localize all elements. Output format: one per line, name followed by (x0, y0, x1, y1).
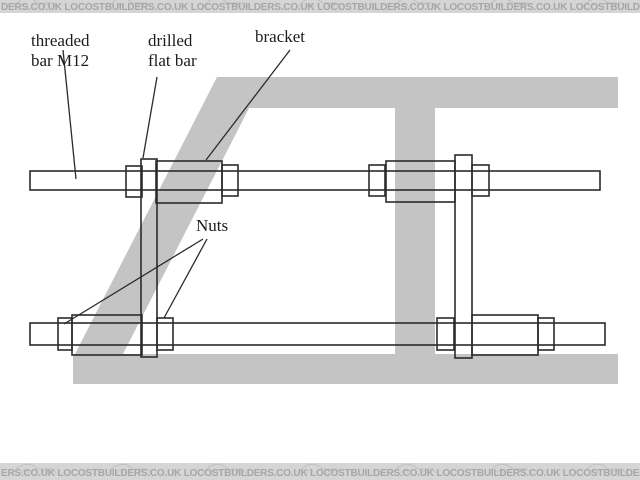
nut-top-left-outer (125, 165, 143, 198)
nut-bottom-left-outer (57, 317, 73, 351)
leader-nuts-left (63, 238, 204, 325)
line-drawing (29, 154, 606, 359)
rail-vertical-web (395, 108, 435, 354)
nut-bottom-left-inner (156, 317, 174, 351)
watermark-bar-bottom: ERS.CO.UK LOCOSTBUILDERS.CO.UK LOCOSTBUI… (0, 463, 640, 480)
drilled-flat-bar-label-line1: drilled (148, 31, 193, 50)
watermark-text-bottom: ERS.CO.UK LOCOSTBUILDERS.CO.UK LOCOSTBUI… (1, 468, 640, 479)
bracket-label: bracket (255, 27, 306, 46)
watermark-text-top: DERS.CO.UK LOCOSTBUILDERS.CO.UK LOCOSTBU… (1, 2, 640, 13)
threaded-bar-label-line1: threaded (31, 31, 90, 50)
bracket-top-right (385, 160, 456, 203)
nuts-label: Nuts (196, 216, 229, 235)
nut-top-left-inner (221, 164, 239, 197)
threaded-bar-bottom (29, 322, 606, 346)
leader-threaded-bar (62, 49, 77, 180)
nut-bottom-right-outer (537, 317, 555, 351)
leader-bracket (205, 49, 291, 161)
leader-drilled-flat-bar (142, 76, 158, 159)
flat-bar-left (140, 158, 158, 358)
nut-top-right-outer (471, 164, 490, 197)
leader-nuts-right (163, 238, 208, 319)
watermark-bar-top: DERS.CO.UK LOCOSTBUILDERS.CO.UK LOCOSTBU… (0, 0, 640, 13)
flat-bar-right (454, 154, 473, 359)
nut-bottom-right-inner (436, 317, 455, 351)
rail-diagonal-member (75, 77, 265, 354)
rail-top-flange (212, 77, 618, 108)
threaded-bar-top (29, 170, 601, 191)
rail-bottom-flange (73, 354, 618, 384)
threaded-bar-label: threaded bar M12 (31, 31, 90, 71)
drilled-flat-bar-label: drilled flat bar (148, 31, 197, 71)
chassis-rail-watermark-shape (73, 77, 618, 384)
threaded-bar-label-line2: bar M12 (31, 51, 90, 70)
nut-top-right-inner (368, 164, 386, 197)
drilled-flat-bar-label-line2: flat bar (148, 51, 197, 70)
leader-lines (62, 49, 291, 325)
bracket-bottom-right (471, 314, 539, 356)
